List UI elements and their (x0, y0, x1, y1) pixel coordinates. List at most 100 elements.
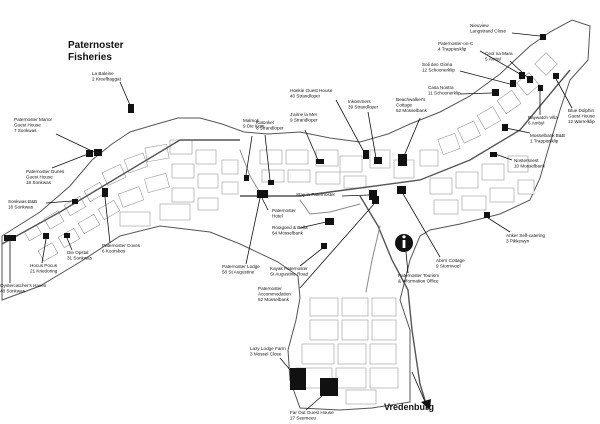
place-label: Hoekie Guest House (290, 88, 333, 93)
leader-line (511, 32, 541, 37)
place-label: Paternoster (272, 208, 296, 213)
place-marker[interactable] (374, 157, 382, 164)
place-marker[interactable] (94, 149, 102, 156)
place-label: 52 Mosselbank (396, 108, 428, 113)
place-label: Oystercatcher's Haven (0, 283, 47, 288)
main-roads (1, 69, 571, 411)
place-marker[interactable] (64, 233, 70, 238)
place-marker[interactable] (502, 124, 508, 131)
place-marker[interactable] (363, 150, 369, 159)
place-sonkwas-bb[interactable]: Sonkwas B&B18 Sonkwas (8, 199, 78, 210)
place-label: Inkommers (348, 99, 371, 104)
place-marker[interactable] (372, 196, 379, 204)
information-icon[interactable] (395, 234, 413, 252)
place-marker[interactable] (484, 212, 490, 218)
place-marker[interactable] (553, 73, 559, 79)
place-stay-in-paternoster[interactable]: Stay in Paternoster (296, 190, 377, 200)
place-marker[interactable] (257, 190, 267, 198)
area-title-line1: Paternoster (68, 40, 124, 51)
place-label: 6 Koorsbos (102, 249, 126, 254)
place-marker[interactable] (538, 85, 543, 91)
place-marker[interactable] (510, 80, 516, 87)
place-marker[interactable] (369, 190, 377, 200)
place-label: Langstrand Close (470, 29, 506, 34)
place-label: 39 Strandloper (348, 105, 379, 110)
place-marker[interactable] (72, 199, 78, 204)
place-label: 52 Mosselbank (258, 297, 290, 302)
place-marker[interactable] (325, 218, 334, 225)
place-paternoster-on-c[interactable]: Paternoster-on-C4 Trappiesklip (438, 41, 525, 79)
place-marker[interactable] (316, 159, 324, 164)
place-marker[interactable] (397, 186, 406, 194)
place-marker[interactable] (244, 175, 249, 181)
place-label: 3 Mossel Close (250, 352, 282, 357)
leader-line (261, 197, 269, 211)
leader-line (367, 111, 377, 159)
place-mosselbank-bb[interactable]: Mosselbank B&B1 Trappiesklip (502, 124, 565, 144)
place-marker[interactable] (43, 233, 49, 239)
place-label: Paternoster Manor (14, 117, 53, 122)
place-label: Guest House (14, 123, 41, 128)
place-marker[interactable] (86, 150, 93, 157)
place-marker[interactable] (321, 243, 327, 249)
place-marker[interactable] (492, 89, 499, 96)
place-marker[interactable] (519, 72, 525, 79)
place-label: Cottage (396, 103, 413, 108)
place-marker[interactable] (102, 188, 108, 197)
place-label: Stay in Paternoster (296, 192, 336, 197)
place-marker[interactable] (268, 180, 274, 185)
place-label: Katonkel (256, 120, 274, 125)
place-label: 11 Schoonerklip (428, 91, 461, 96)
place-label: 58 St Augustine (222, 270, 255, 275)
leader-line (341, 194, 370, 197)
place-label: 9 Stormvoel (436, 264, 461, 269)
place-marker[interactable] (490, 152, 497, 157)
place-marker[interactable] (320, 378, 338, 396)
place-marker[interactable] (527, 76, 533, 83)
place-label: 3 Pikkewyn (506, 239, 530, 244)
leader-line (459, 70, 511, 85)
place-label: 21 Kriedoring (30, 269, 58, 274)
place-marker[interactable] (290, 368, 306, 390)
place-marker[interactable] (540, 34, 546, 40)
area-title-line2: Fisheries (68, 52, 112, 63)
place-tourism-office[interactable]: Paternoster Tourism& Information Office (398, 251, 439, 284)
leader-line (505, 127, 531, 134)
leader-line (509, 60, 529, 79)
destination-label: Vredenburg (384, 402, 434, 412)
place-marker[interactable] (398, 154, 407, 166)
place-marker[interactable] (128, 104, 134, 113)
place-marker[interactable] (4, 235, 16, 241)
place-label: Nieuview (470, 23, 489, 28)
